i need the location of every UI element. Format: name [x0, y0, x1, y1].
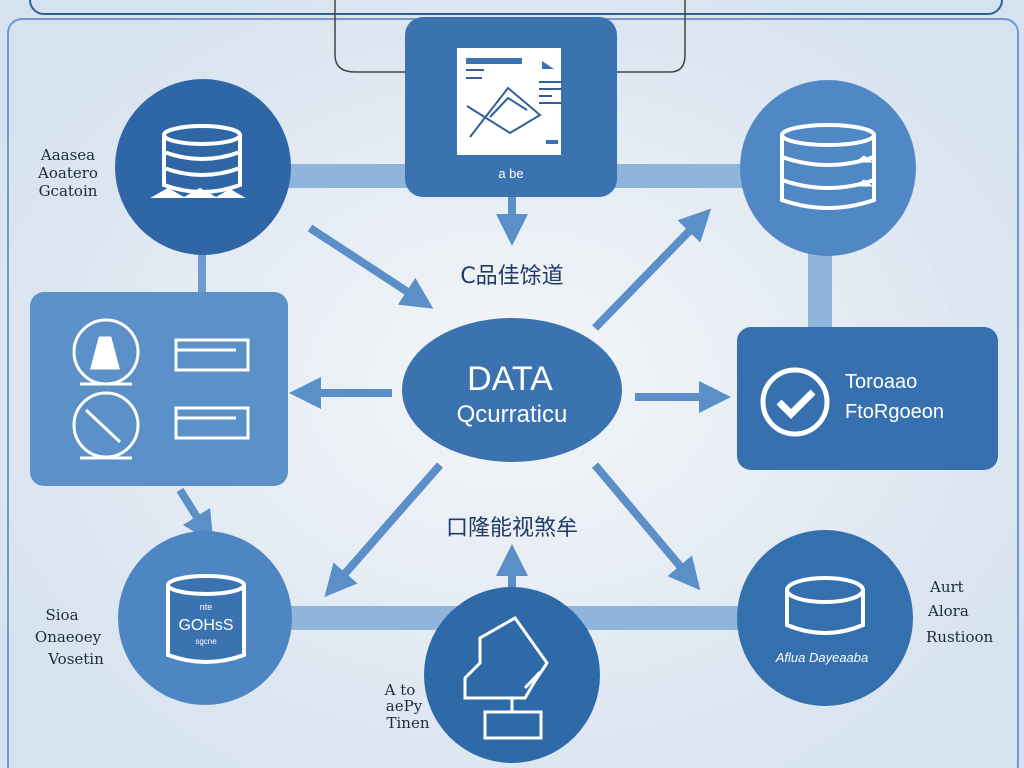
svg-text:A to: A to: [384, 681, 416, 699]
bottom-center-node[interactable]: [424, 587, 600, 763]
bottom-right-caption: Aflua Dayeaaba: [775, 650, 869, 665]
right-check-node[interactable]: Toroaao FtoRgoeon: [737, 327, 998, 470]
database-icon: [150, 124, 246, 198]
cylinder-icon: [785, 576, 865, 635]
left-settings-node[interactable]: [30, 292, 288, 486]
svg-text:Vosetin: Vosetin: [47, 650, 104, 668]
server-icon: [780, 123, 876, 210]
svg-text:Tinen: Tinen: [386, 714, 429, 732]
svg-text:Aaasea: Aaasea: [40, 146, 95, 164]
svg-text:Alora: Alora: [927, 602, 969, 620]
network-icon: [463, 616, 549, 740]
svg-text:aePy: aePy: [386, 697, 423, 715]
top-connector: [334, 0, 686, 73]
right-node-line1: Toroaao: [845, 371, 917, 393]
svg-text:Aurt: Aurt: [929, 578, 964, 596]
gauge-icons: [72, 318, 250, 460]
bottom-caption: 口隆能视煞牟: [446, 516, 578, 541]
cylinder-main-text: GOHsS: [178, 617, 233, 634]
bottom-center-label: A to aePy Tinen: [384, 681, 430, 732]
bottom-left-label: Sioa Onaeoey Vosetin: [35, 606, 104, 668]
top-right-database-node[interactable]: [740, 80, 916, 256]
svg-text:Aoatero: Aoatero: [37, 164, 98, 182]
top-caption: C品佳馀道: [460, 264, 563, 289]
bottom-left-cylinder-node[interactable]: nte GOHsS sgcne: [118, 531, 292, 705]
central-subtitle: Qcurraticu: [457, 401, 568, 428]
top-left-database-node[interactable]: [115, 79, 291, 255]
top-left-label: Aaasea Aoatero Gcatoin: [37, 146, 98, 200]
check-circle-icon: [760, 367, 830, 437]
arrows: [176, 195, 731, 598]
svg-text:Rustioon: Rustioon: [926, 628, 994, 646]
document-chart-icon: [466, 58, 562, 144]
bottom-right-label: Aurt Alora Rustioon: [926, 578, 994, 646]
top-doc-caption: a be: [498, 166, 523, 181]
bottom-right-database-node[interactable]: Aflua Dayeaaba: [737, 530, 913, 706]
top-frame: [29, 0, 1003, 15]
cylinder-small-top: nte: [200, 602, 213, 612]
central-title: DATA: [467, 360, 553, 398]
top-document-node[interactable]: a be: [405, 17, 617, 197]
central-data-node[interactable]: DATA Qcurraticu: [402, 318, 622, 462]
right-node-line2: FtoRgoeon: [845, 401, 944, 423]
svg-text:Sioa: Sioa: [45, 606, 78, 624]
svg-text:Onaeoey: Onaeoey: [35, 628, 102, 646]
cylinder-small-bottom: sgcne: [195, 637, 217, 646]
svg-text:Gcatoin: Gcatoin: [39, 182, 98, 200]
